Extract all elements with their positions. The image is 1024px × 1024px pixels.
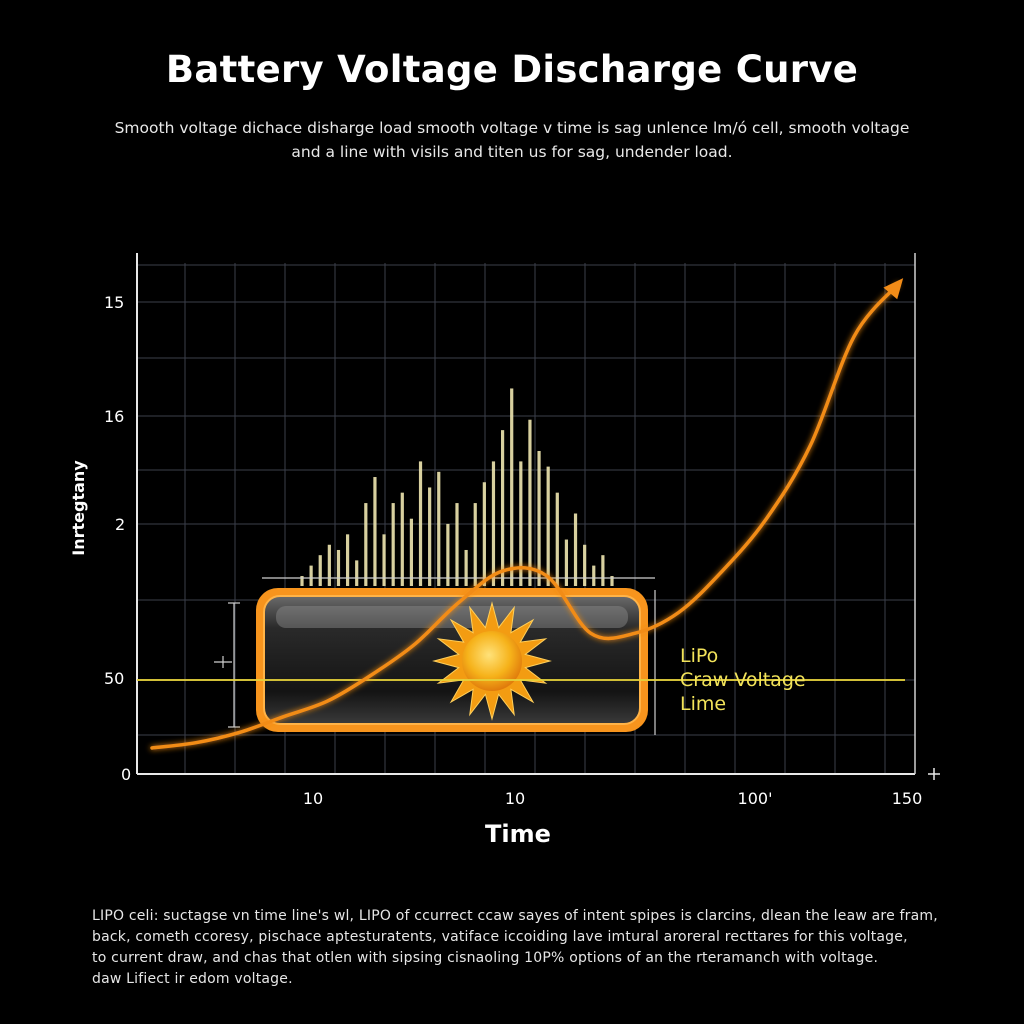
bar	[464, 549, 468, 586]
annotation-line-2: Craw Voltage	[680, 669, 806, 691]
x-axis-title: Time	[485, 820, 551, 848]
bar	[573, 513, 578, 586]
footer-description: LIPO celi: suctagse vn time line's wl, L…	[92, 906, 942, 990]
bar	[382, 534, 386, 586]
subtitle-line-2: and a line with visils and titen us for …	[291, 143, 733, 161]
bar	[409, 518, 414, 586]
footer-line-3: to current draw, and chas that otlen wit…	[92, 950, 879, 966]
bar	[601, 555, 605, 586]
footer-line-4: daw Lifiect ir edom voltage.	[92, 971, 293, 987]
bar	[318, 555, 322, 586]
y-tick-label: 2	[115, 515, 125, 534]
footer-line-1: LIPO celi: suctagse vn time line's wl, L…	[92, 908, 938, 924]
bar	[592, 565, 596, 586]
bar	[373, 477, 377, 586]
sun-icon	[432, 601, 552, 721]
x-tick-label: 10	[505, 789, 525, 808]
bar	[300, 576, 304, 586]
y-tick-label: 15	[104, 293, 124, 312]
y-tick-label: 50	[104, 669, 124, 688]
bar-series	[300, 388, 614, 586]
bar	[510, 388, 514, 586]
annotation-line-3: Lime	[680, 693, 726, 715]
bar	[555, 492, 559, 586]
bar	[537, 450, 541, 586]
discharge-curve	[150, 282, 900, 750]
bar	[482, 482, 486, 586]
y-axis-title: Inrtegtany	[69, 460, 88, 556]
bar	[309, 565, 313, 586]
bar	[336, 549, 341, 586]
x-tick-label: 150	[892, 789, 923, 808]
bar	[528, 419, 532, 586]
curve-arrowhead	[883, 278, 904, 300]
battery-highlight	[276, 606, 628, 628]
bar	[546, 466, 550, 586]
bar	[519, 461, 523, 586]
chart-subtitle: Smooth voltage dichace disharge load smo…	[100, 116, 924, 164]
bar	[446, 523, 450, 586]
bar	[400, 492, 404, 586]
bar	[455, 503, 459, 586]
bar	[564, 539, 569, 586]
footer-line-2: back, cometh ccoresy, pischace aptestura…	[92, 929, 908, 945]
right-bar-series	[649, 314, 897, 744]
bar	[418, 461, 423, 586]
bar	[355, 560, 359, 586]
bar	[500, 430, 505, 586]
x-tick-label: 10	[303, 789, 323, 808]
y-tick-label: 0	[121, 765, 131, 784]
bar	[491, 461, 496, 586]
bar	[473, 503, 477, 586]
bar	[327, 544, 331, 586]
bar	[345, 534, 350, 586]
bar	[583, 544, 587, 586]
bar	[437, 471, 441, 586]
bar	[364, 503, 368, 586]
x-tick-label: 100'	[738, 789, 773, 808]
subtitle-line-1: Smooth voltage dichace disharge load smo…	[114, 119, 910, 137]
bar	[610, 576, 614, 586]
bar	[391, 503, 395, 586]
annotation-line-1: LiPo	[680, 645, 718, 667]
battery-illustration	[214, 577, 656, 735]
bar	[428, 487, 432, 586]
chart-title: Battery Voltage Discharge Curve	[165, 48, 859, 91]
y-tick-label: 16	[104, 407, 124, 426]
